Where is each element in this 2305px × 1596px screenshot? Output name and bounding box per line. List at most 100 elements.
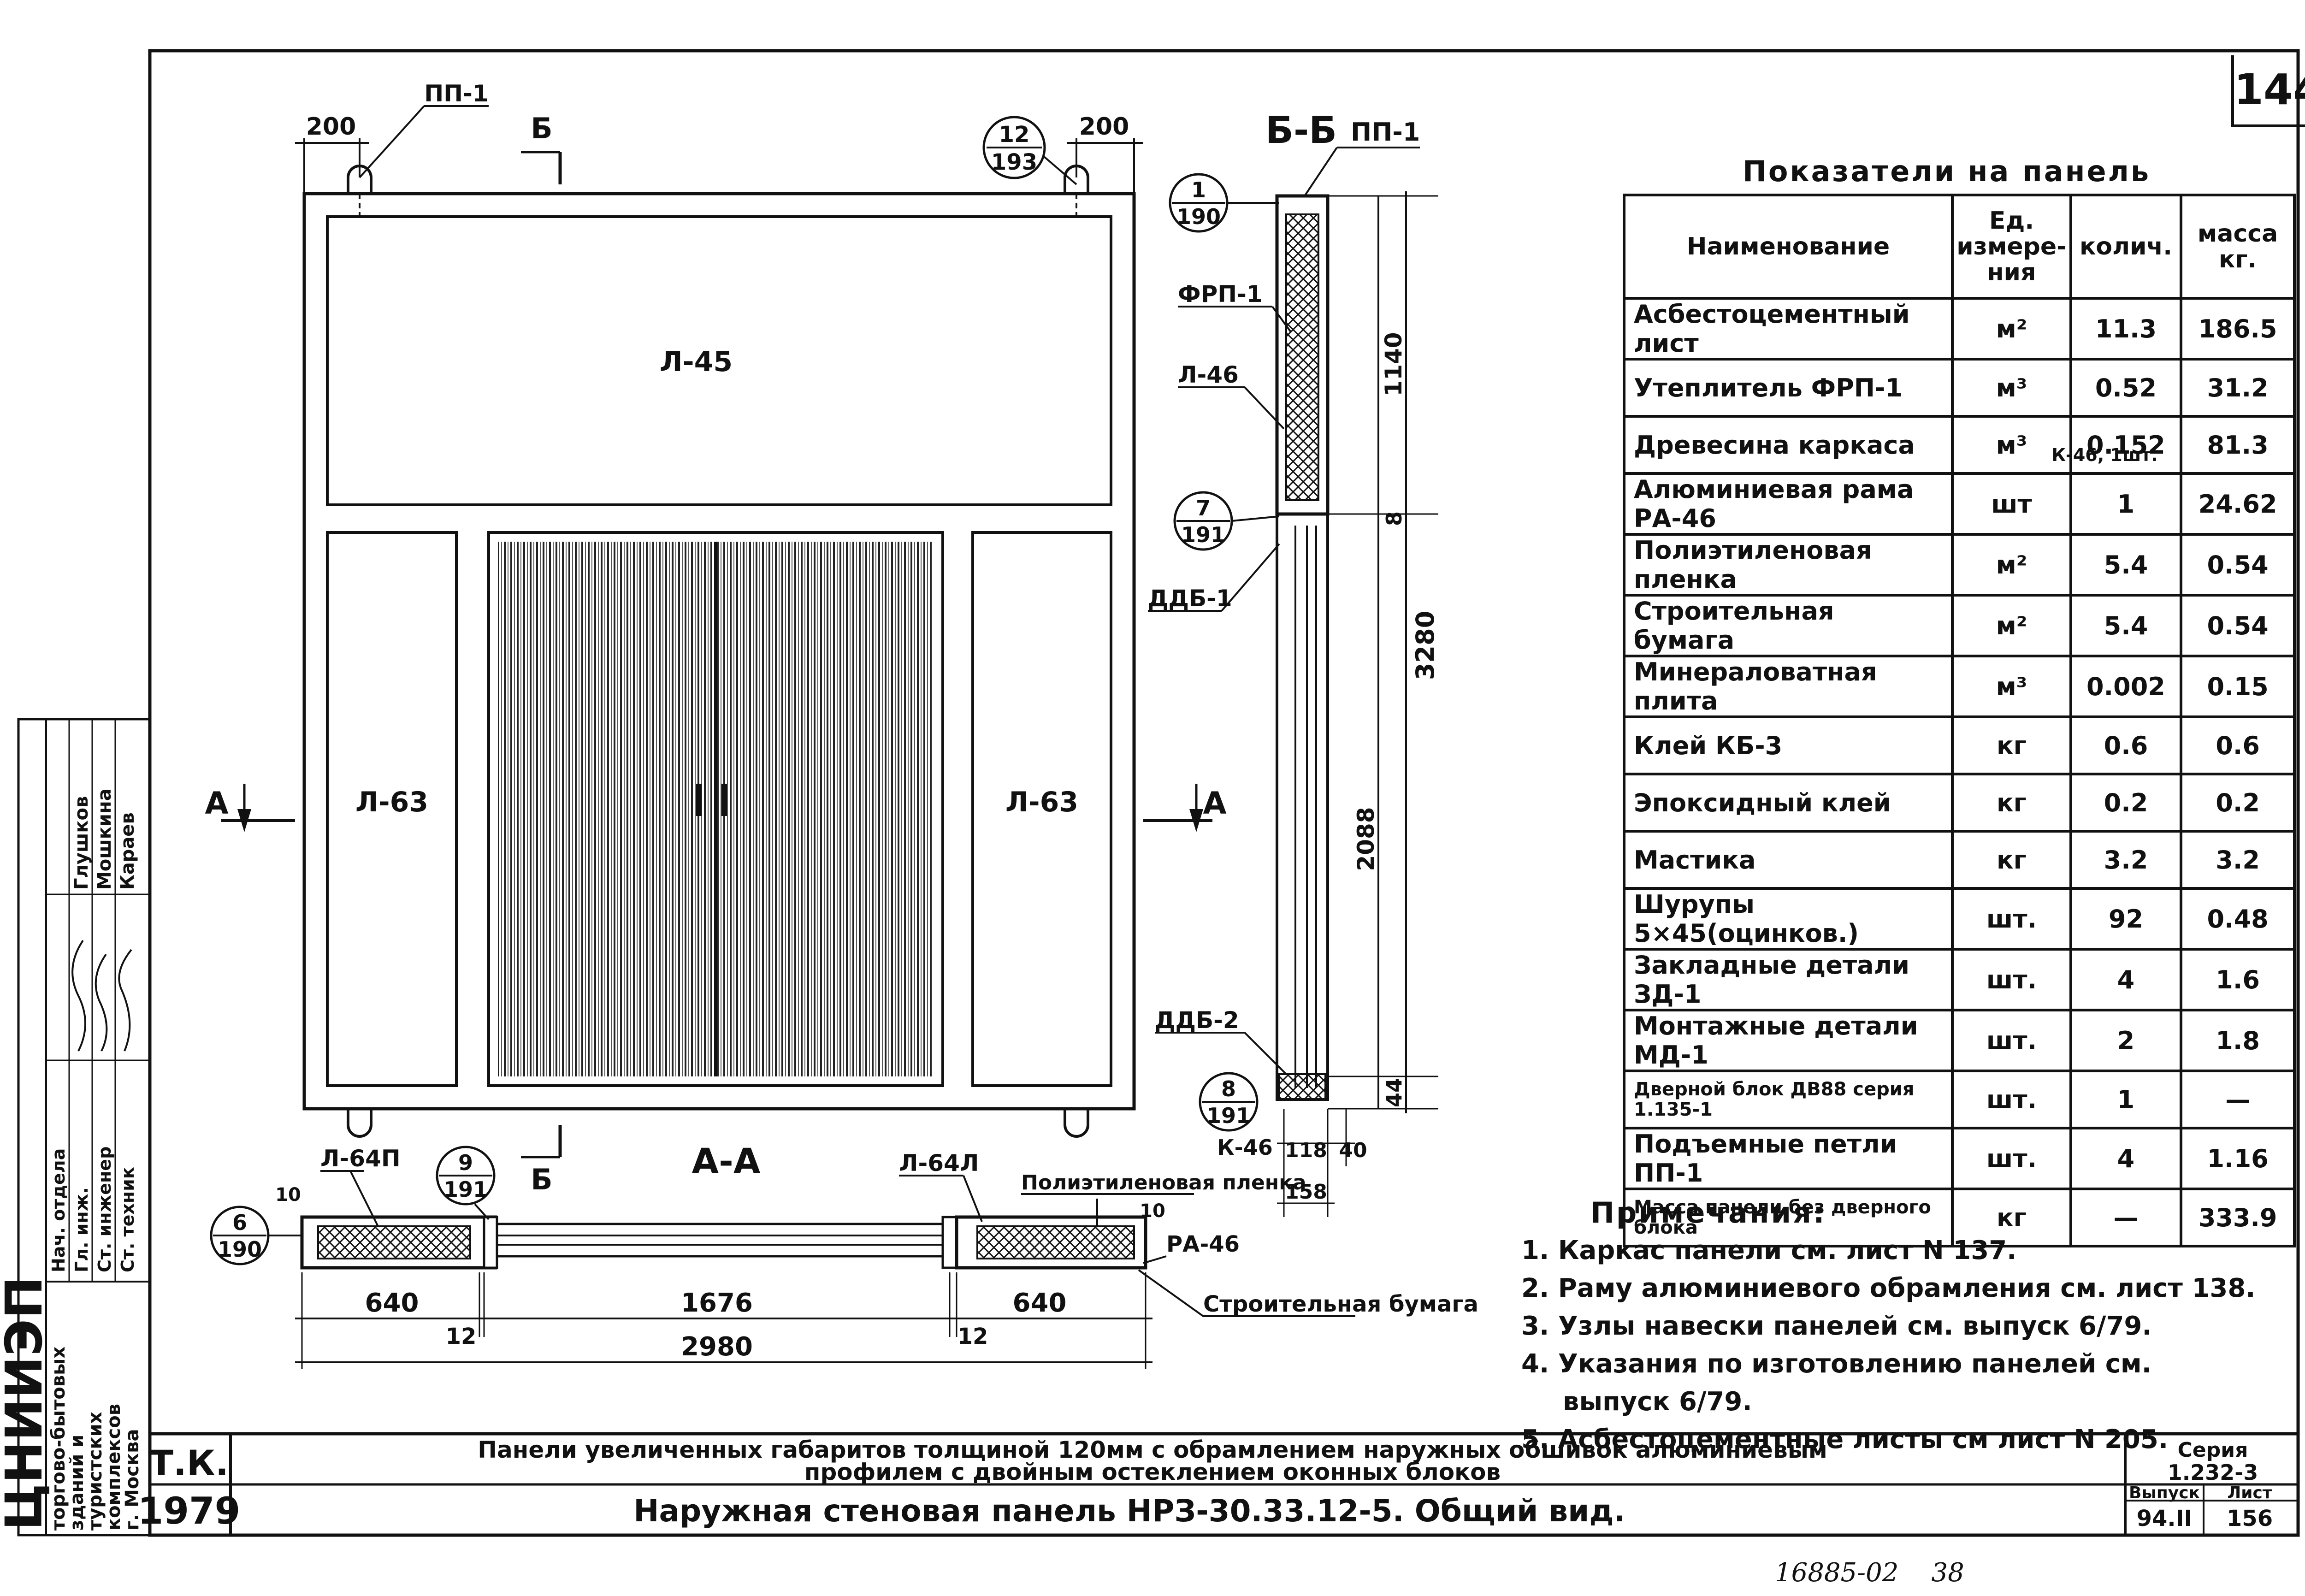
dim-40: 40	[1339, 1139, 1367, 1162]
issue-label: Выпуск	[2129, 1484, 2200, 1502]
row-name: Подъемные петли ПП-1	[1622, 1127, 1954, 1190]
row-name: Строительная бумага	[1622, 594, 1954, 657]
row-name: Асбестоцементный лист	[1622, 297, 1954, 361]
dim-118: 118	[1285, 1139, 1327, 1162]
label-paper: Строительная бумага	[1203, 1291, 1478, 1317]
panel-l45	[326, 215, 1112, 506]
ref-12-num: 12	[999, 122, 1030, 148]
stamp-role-2: Гл. инж.	[71, 1187, 92, 1272]
stamp-name-2: Мошкина	[94, 788, 115, 890]
row-qty: 3.2	[2069, 830, 2183, 890]
row-name: Утеплитель ФРП-1	[1622, 358, 1954, 418]
row-name: Полиэтиленовая пленка	[1622, 533, 1954, 597]
row-name: Шурупы 5×45(оцинков.)	[1622, 887, 1954, 951]
label-ra46: РА-46	[1166, 1231, 1240, 1257]
row-qty: 4	[2069, 1127, 2183, 1190]
row-name: Масса панели без дверного блока	[1622, 1188, 1954, 1247]
footer-number: 16885-02 38	[1775, 1558, 1964, 1588]
row-unit: кг	[1951, 1188, 2072, 1247]
note-5: 5. Асбестоцементные листы см лист N 205.	[1521, 1425, 2169, 1454]
note-3: 3. Узлы навески панелей см. выпуск 6/79.	[1521, 1311, 2152, 1341]
row-mass: 0.6	[2180, 715, 2296, 775]
ref-1-den: 190	[1176, 204, 1221, 229]
row-unit: шт.	[1951, 887, 2072, 951]
label-l45: Л-45	[660, 346, 733, 378]
stamp-org-vertical: ЦНИИЭП	[0, 1277, 53, 1531]
dim-200-left: 200	[306, 113, 356, 141]
dim-640-right: 640	[1013, 1288, 1067, 1318]
label-film: Полиэтиленовая пленка	[1021, 1171, 1306, 1194]
stamp-name-3: Караев	[117, 812, 138, 890]
row-name: Алюминиевая рама РА-46	[1622, 472, 1954, 536]
section-aa: А-А 6 190 9 191 Л-64П Л-64Л Полиэтиленов…	[210, 1141, 1478, 1369]
stamp-role-1: Нач. отдела	[48, 1148, 69, 1272]
label-frp1: ФРП-1	[1178, 281, 1263, 307]
section-a-left: А	[205, 786, 228, 821]
row-qty: 92	[2069, 887, 2183, 951]
dim-200-right: 200	[1079, 113, 1129, 141]
stamp-code: Т.К.	[149, 1442, 229, 1484]
stamp-org-line-2: зданий и	[66, 1435, 88, 1531]
row-mass: 1.6	[2180, 948, 2296, 1011]
note-4-cont: выпуск 6/79.	[1563, 1387, 1752, 1417]
row-qty: —	[2069, 1188, 2183, 1247]
stamp-org-line-3: туристских	[85, 1412, 106, 1531]
sheet-number: 144	[2231, 55, 2305, 127]
note-1: 1. Каркас панели см. лист N 137.	[1521, 1235, 2017, 1265]
row-qty: 11.3	[2069, 297, 2183, 361]
stamp-role-4: Ст. техник	[118, 1167, 138, 1272]
panel-l63-left	[326, 531, 458, 1087]
title-line-1: Панели увеличенных габаритов толщиной 12…	[478, 1436, 1827, 1463]
row-qty: 1	[2069, 472, 2183, 536]
dim-3280: 3280	[1411, 611, 1440, 680]
ref-9-num: 9	[458, 1150, 473, 1175]
row-mass: 3.2	[2180, 830, 2296, 890]
issue-value: 94.II	[2137, 1506, 2193, 1531]
ref-6-den: 190	[218, 1237, 262, 1262]
row-mass: 24.62	[2180, 472, 2296, 536]
section-b-top: Б	[531, 112, 552, 145]
ref-9-den: 191	[443, 1177, 488, 1202]
row-unit: кг	[1951, 830, 2072, 890]
left-stamp: ЦНИИЭП торгово-бытовых зданий и туристск…	[0, 718, 151, 1537]
row-unit: м²	[1951, 594, 2072, 657]
row-mass: 0.15	[2180, 655, 2296, 718]
row-name: Эпоксидный клей	[1622, 773, 1954, 833]
row-unit: м²	[1951, 297, 2072, 361]
section-a-right: А	[1203, 786, 1226, 821]
series-label: Серия	[2178, 1438, 2248, 1462]
section-bb: Б-Б ПП-1 1 190 7 191 8 191 ФРП-1 Л-46 ДД	[1148, 109, 1440, 1217]
row-mass: 0.54	[2180, 533, 2296, 597]
section-b-bottom: Б	[531, 1163, 552, 1196]
title-block: Т.К. 1979 Панели увеличенных габаритов т…	[138, 1434, 2298, 1535]
row-unit: шт.	[1951, 1127, 2072, 1190]
label-l64p: Л-64П	[320, 1145, 401, 1172]
row-name: Закладные детали ЗД-1	[1622, 948, 1954, 1011]
header-name: Наименование	[1622, 194, 1954, 300]
label-ddb2: ДДБ-2	[1155, 1007, 1239, 1034]
stamp-org-line-5: г. Москва	[122, 1429, 143, 1531]
door-block	[487, 531, 944, 1087]
row-qty: 0.152	[2069, 415, 2183, 475]
ref-7-den: 191	[1181, 522, 1225, 547]
row-unit: м³	[1951, 415, 2072, 475]
stamp-name-1: Глушков	[71, 796, 92, 890]
row-unit: шт	[1951, 472, 2072, 536]
row-mass: 333.9	[2180, 1188, 2296, 1247]
label-pp1: ПП-1	[424, 80, 488, 107]
notes-title: Примечания:	[1590, 1196, 1826, 1230]
dim-1676: 1676	[681, 1288, 753, 1318]
row-unit: м³	[1951, 358, 2072, 418]
stamp-year: 1979	[138, 1490, 241, 1532]
row-mass: 1.8	[2180, 1009, 2296, 1072]
row-mass: 0.2	[2180, 773, 2296, 833]
row-name: Минераловатная плита	[1622, 655, 1954, 718]
dim-2980: 2980	[681, 1332, 753, 1362]
row-unit: кг	[1951, 773, 2072, 833]
